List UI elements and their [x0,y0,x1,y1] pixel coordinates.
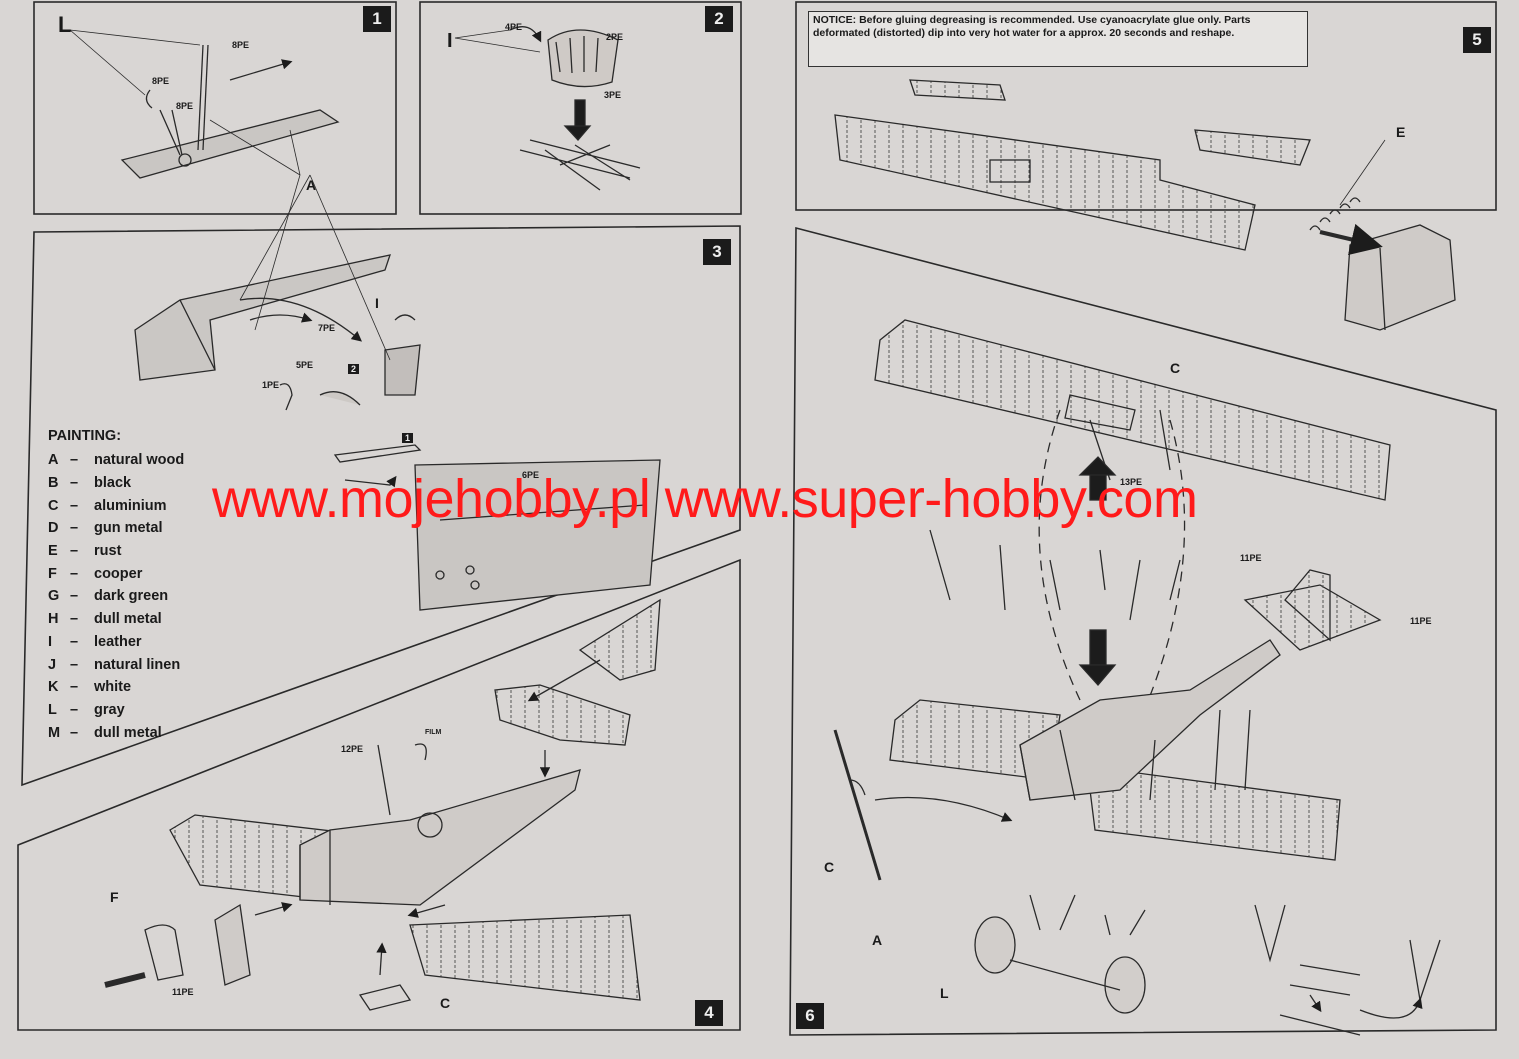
color-code: C [48,497,59,514]
color-name: natural wood [94,452,185,469]
color-code: E [48,543,58,560]
color-code: B [48,475,59,492]
painting-legend: PAINTING: A–natural wood B–black C–alumi… [48,428,184,744]
label-8pe: 8PE [152,76,170,86]
step-number-2: 2 [705,6,733,32]
painting-item: F–cooper [48,565,143,582]
label-6pe: 6PE [522,470,540,480]
color-code: F [48,565,57,582]
label-13pe: 13PE [1120,477,1143,487]
painting-item: C–aluminium [48,497,167,514]
label-2pe: 2PE [606,32,624,42]
painting-item: E–rust [48,543,122,560]
step-number-3: 3 [703,239,731,265]
panel-step-6 [789,226,1497,1036]
color-name: cooper [94,565,143,582]
label-11pe: 11PE [1240,553,1262,563]
color-name: dull metal [94,724,162,741]
label-C: C [440,995,451,1011]
label-3pe: 3PE [604,90,622,100]
color-code: J [48,656,57,673]
label-C: C [1170,360,1181,376]
color-code: L [48,701,57,718]
label-C: C [824,859,835,875]
step-5-art [834,79,1456,331]
label-A: A [872,932,883,948]
color-code: K [48,679,59,696]
color-name: natural linen [94,656,181,673]
ref-step-1: 1 [402,433,414,443]
painting-item: H–dull metal [48,611,162,628]
painting-title: PAINTING: [48,428,122,444]
label-I: I [447,30,453,52]
label-F: F [110,889,119,905]
color-code: I [48,633,53,650]
color-name: black [94,475,132,492]
step-4-art [104,598,661,1011]
painting-item: J–natural linen [48,656,181,673]
label-12pe: 12PE [341,744,364,754]
color-name: leather [94,633,142,650]
painting-item: K–white [48,679,132,696]
color-name: white [94,679,132,696]
label-film: FILM [425,729,442,736]
panel-step-4 [17,558,741,1031]
label-11pe: 11PE [172,987,194,997]
painting-item: D–gun metal [48,520,163,537]
panel-step-2 [419,1,742,215]
color-name: rust [94,543,122,560]
color-code: A [48,452,59,469]
painting-item: M–dull metal [48,724,162,741]
panel-step-1 [33,1,397,215]
label-A: A [306,177,317,193]
painting-item: A–natural wood [48,452,185,469]
label-4pe: 4PE [505,22,523,32]
ref-step-2: 2 [348,364,360,374]
label-7pe: 7PE [318,323,336,333]
label-I: I [375,295,379,311]
label-8pe: 8PE [232,40,250,50]
color-code: M [48,724,61,741]
notice-box: NOTICE: Before gluing degreasing is reco… [808,11,1308,67]
step-1-art [69,29,340,179]
step-number-5: 5 [1463,27,1491,53]
color-name: dark green [94,588,169,605]
color-name: gun metal [94,520,163,537]
color-code: H [48,611,59,628]
label-L: L [58,12,72,37]
label-E: E [1396,124,1406,140]
painting-item: L–gray [48,701,125,718]
label-11pe: 11PE [1410,616,1432,626]
color-name: gray [94,701,125,718]
step-6-art [833,319,1441,1036]
color-name: dull metal [94,611,162,628]
label-1pe: 1PE [262,380,280,390]
color-code: G [48,588,60,605]
watermark-text: www.mojehobby.pl www.super-hobby.com [212,469,1198,529]
painting-item: B–black [48,475,132,492]
painting-item: I–leather [48,633,142,650]
label-L: L [940,985,949,1001]
step-number-4: 4 [695,1000,723,1026]
step-number-6: 6 [796,1003,824,1029]
step-number-1: 1 [363,6,391,32]
painting-item: G–dark green [48,588,169,605]
step-2-art [454,26,641,191]
panel-step-3 [21,225,741,787]
color-code: D [48,520,59,537]
label-8pe: 8PE [176,101,194,111]
step-3-art [134,174,661,611]
color-name: aluminium [94,497,167,514]
label-5pe: 5PE [296,360,314,370]
